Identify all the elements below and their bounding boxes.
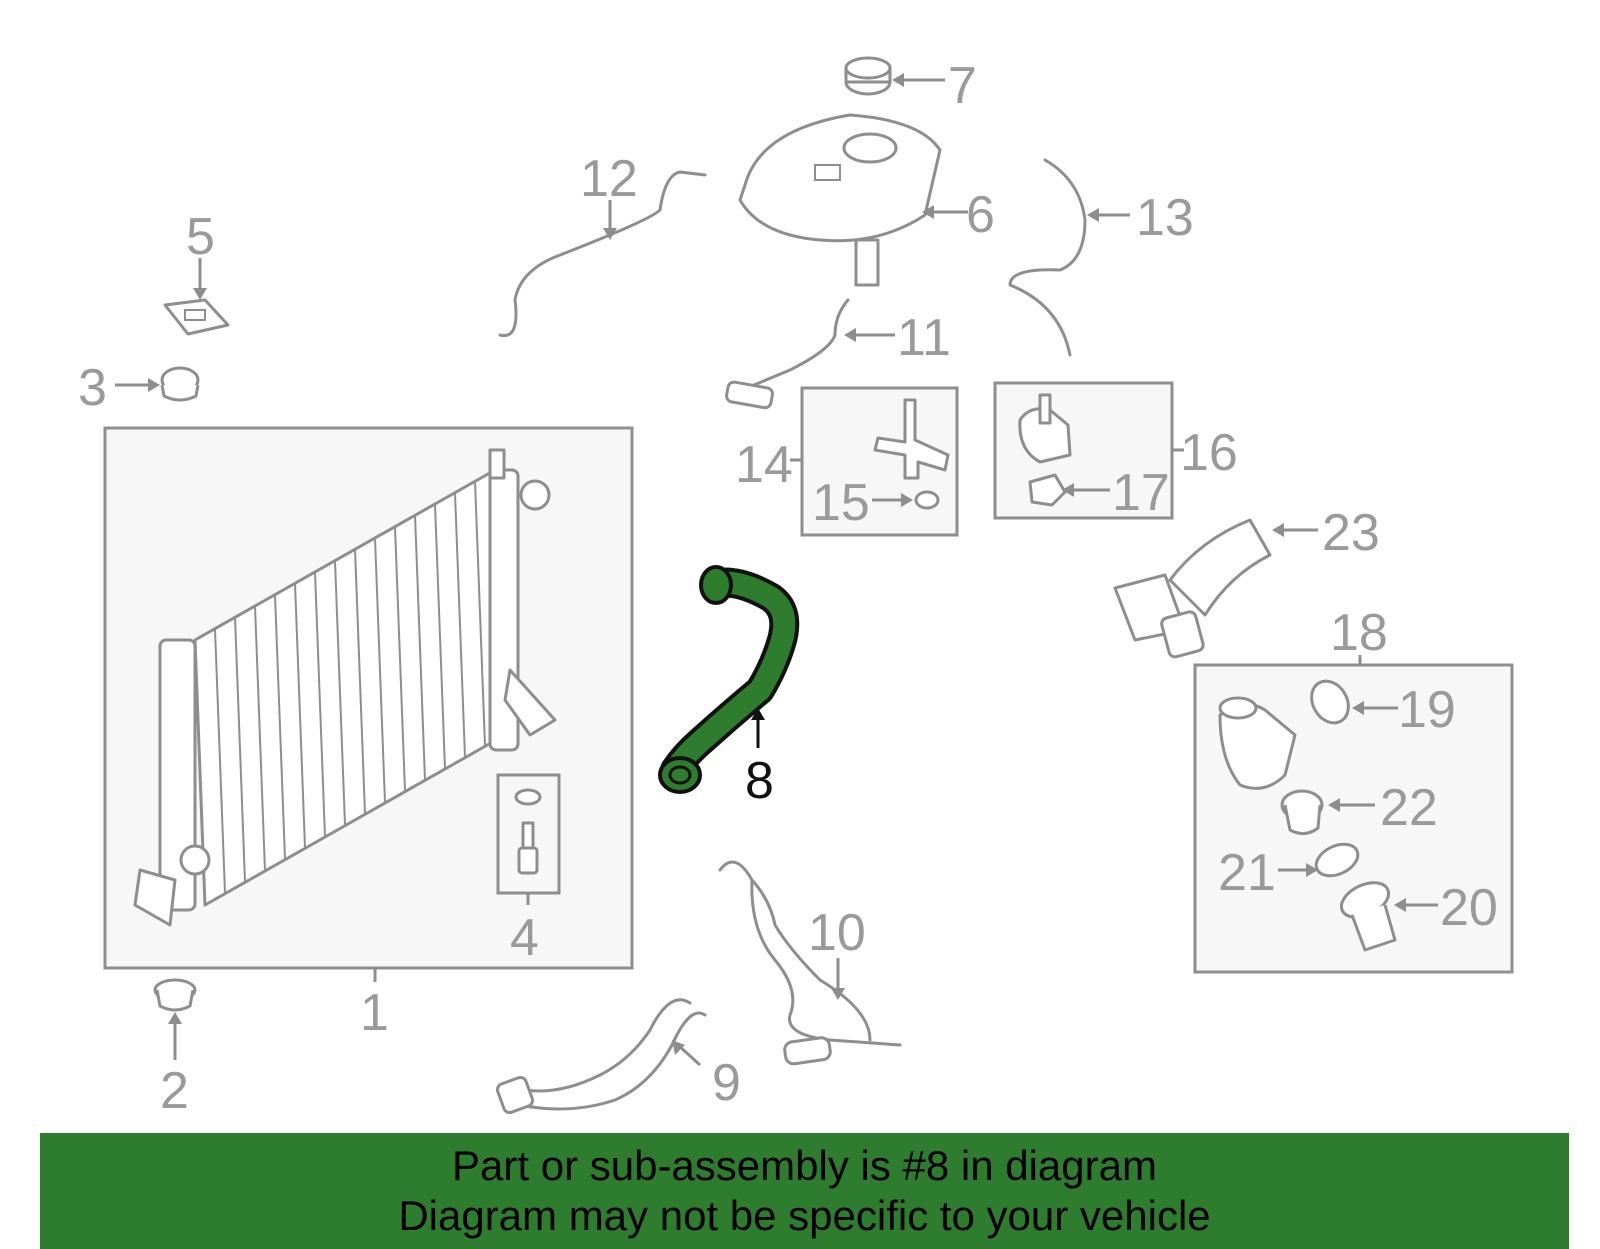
callout-9: 9 [712, 1054, 741, 1112]
callout-3: 3 [78, 359, 107, 417]
callout-17: 17 [1112, 464, 1170, 522]
parts-diagram: 1 2 3 5 4 7 [78, 56, 1514, 1120]
thermostat-housing-part [1218, 696, 1297, 790]
reservoir-cap-part [844, 56, 892, 96]
info-banner: Part or sub-assembly is #8 in diagram Di… [40, 1133, 1569, 1249]
callout-5: 5 [186, 208, 215, 266]
o-ring-21-part [1314, 842, 1360, 878]
hose-13-part [1008, 158, 1087, 357]
banner-line-1: Part or sub-assembly is #8 in diagram [452, 1142, 1157, 1189]
cover-20-part [1339, 881, 1397, 952]
callout-1: 1 [360, 984, 389, 1042]
callout-14: 14 [735, 436, 793, 494]
callout-23: 23 [1322, 504, 1380, 562]
callout-15: 15 [812, 474, 870, 532]
callout-4: 4 [510, 909, 539, 967]
banner-line-2: Diagram may not be specific to your vehi… [398, 1192, 1211, 1239]
tube-10-part [718, 860, 902, 1047]
seal-19-part [1310, 679, 1350, 725]
callout-13: 13 [1136, 189, 1194, 247]
callout-20: 20 [1440, 879, 1498, 937]
tube-10-branch-part [750, 878, 872, 1042]
callout-7: 7 [948, 57, 977, 115]
callout-6: 6 [966, 186, 995, 244]
connector-14-part [873, 398, 950, 480]
outlet-16-part [1018, 393, 1072, 464]
hose-11-part [740, 298, 850, 392]
expansion-tank-part [738, 113, 942, 287]
callout-22: 22 [1380, 779, 1438, 837]
callout-16: 16 [1180, 424, 1238, 482]
o-ring-15-part [914, 490, 940, 510]
grommet-top-part [160, 366, 200, 402]
thermostat-22-part [1280, 789, 1324, 835]
callout-8: 8 [745, 752, 774, 810]
pipe-23-part [1113, 518, 1272, 659]
grommet-bottom-part [153, 978, 197, 1012]
leader-9 [676, 1043, 702, 1067]
callout-11: 11 [897, 309, 951, 367]
bracket-part [163, 298, 230, 336]
callout-12: 12 [580, 150, 638, 208]
gasket-17-part [1028, 473, 1067, 507]
radiator-part [133, 448, 557, 927]
callout-21: 21 [1218, 844, 1276, 902]
callout-18: 18 [1330, 604, 1388, 662]
callout-10: 10 [808, 904, 866, 962]
callout-2: 2 [160, 1062, 189, 1120]
hose-12-part [498, 170, 707, 338]
hose-8-highlighted-part [658, 565, 800, 794]
hose-9-part [523, 998, 692, 1093]
drain-plug-part [514, 788, 542, 875]
callout-19: 19 [1398, 681, 1456, 739]
